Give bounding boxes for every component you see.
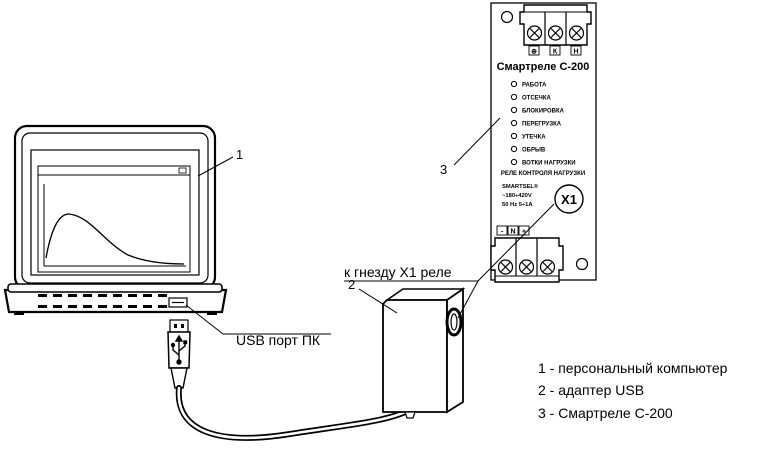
usb-port-label: USB порт ПК (236, 332, 321, 348)
legend: 1 - персональный компьютер 2 - адаптер U… (538, 360, 728, 421)
x1-label: X1 (561, 192, 577, 207)
callout-1: 1 (236, 147, 243, 162)
relay-title: Смартреле С-200 (497, 61, 590, 73)
indicator-label: ПЕРЕГРУЗКА (522, 122, 562, 128)
indicator-list: РАБОТА ОТСЕЧКА БЛОКИРОВКА ПЕРЕГРУЗКА УТЕ… (510, 80, 576, 167)
terminal-label: К (553, 49, 558, 56)
laptop (3, 124, 228, 315)
smart-relay: ⊕ К Н Смартреле С-200 РАБОТА ОТСЕЧКА БЛО… (490, 2, 597, 283)
terminal-label: + (522, 229, 526, 236)
socket-label: к гнезду X1 реле (344, 264, 452, 280)
terminal-label: N (510, 229, 515, 236)
x1-socket (554, 184, 584, 214)
relay-subtitle: РЕЛЕ КОНТРОЛЯ НАГРУЗКИ (501, 171, 585, 177)
socket-callout: к гнезду X1 реле (344, 203, 555, 319)
usb-adapter (382, 287, 466, 419)
spec-line: SMARTSEL® (502, 183, 539, 190)
callout-2: 2 (348, 277, 355, 292)
terminal-label: ⊕ (531, 49, 537, 56)
terminal-label: - (501, 229, 504, 236)
callouts: 1 2 3 (197, 117, 501, 314)
usb-icon (170, 334, 188, 365)
usb-cable (167, 319, 416, 441)
top-terminal-block: ⊕ К Н (519, 4, 592, 56)
callout-3: 3 (440, 162, 447, 177)
indicator-label: ВОТКИ НАГРУЗКИ (522, 161, 576, 167)
terminal-label: Н (573, 49, 578, 56)
legend-item-2: 2 - адаптер USB (538, 382, 644, 398)
indicator-label: ОТСЕЧКА (522, 96, 552, 102)
indicator-label: ОБРЫВ (522, 148, 546, 154)
legend-item-3: 3 - Смартреле С-200 (538, 405, 673, 421)
laptop-vents (38, 294, 167, 308)
legend-item-1: 1 - персональный компьютер (538, 360, 728, 376)
curve-plot (45, 213, 185, 265)
indicator-label: УТЕЧКА (522, 135, 546, 141)
indicator-label: РАБОТА (522, 83, 547, 89)
usb-port-callout: USB порт ПК (185, 304, 331, 348)
spec-line: ~180÷420V (502, 193, 532, 199)
indicator-label: БЛОКИРОВКА (522, 109, 565, 115)
spec-line: 50 Hz 5÷1A (502, 202, 533, 208)
